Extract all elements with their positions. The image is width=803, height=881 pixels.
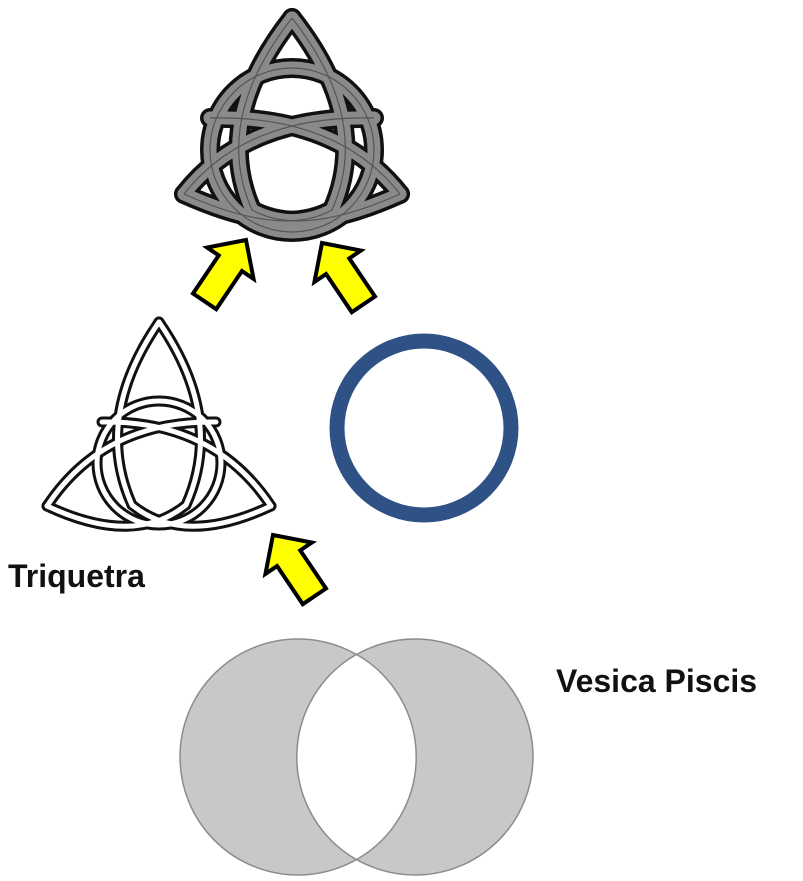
vesica-lens: [296, 653, 417, 861]
celtic-knot-icon: [184, 18, 400, 242]
triquetra-label: Triquetra: [8, 558, 145, 594]
arrow-to-knot-right: [296, 225, 389, 323]
vesica-piscis-label: Vesica Piscis: [556, 663, 758, 699]
arrow-to-knot-left: [179, 222, 272, 320]
circle-ring-icon: [329, 333, 519, 523]
arrow-to-triquetra: [247, 517, 340, 615]
triquetra-icon: [47, 322, 271, 526]
vesica-piscis-icon: [179, 638, 534, 876]
